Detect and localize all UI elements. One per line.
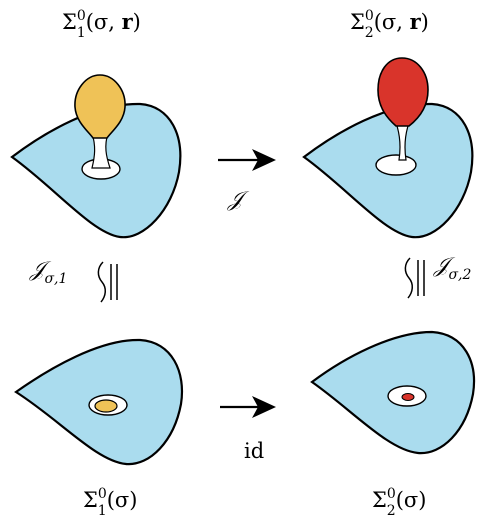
right-vertical-label: 𝒥σ,2	[433, 253, 472, 283]
top-arrow-label: 𝒥	[227, 187, 250, 211]
dot-bottom-left	[95, 400, 117, 412]
left-vertical-map: 𝒥σ,1	[29, 257, 117, 302]
dot-bottom-right	[402, 394, 414, 401]
bottom-arrow: id	[220, 396, 276, 463]
right-vertical-map: 𝒥σ,2	[405, 253, 471, 298]
right-wreath-icon	[405, 258, 412, 298]
left-vertical-label: 𝒥σ,1	[29, 257, 67, 287]
top-arrow: 𝒥	[218, 149, 276, 211]
bottom-arrow-label: id	[244, 439, 264, 463]
left-wreath-icon	[98, 262, 105, 302]
hole-top-right	[376, 155, 416, 175]
